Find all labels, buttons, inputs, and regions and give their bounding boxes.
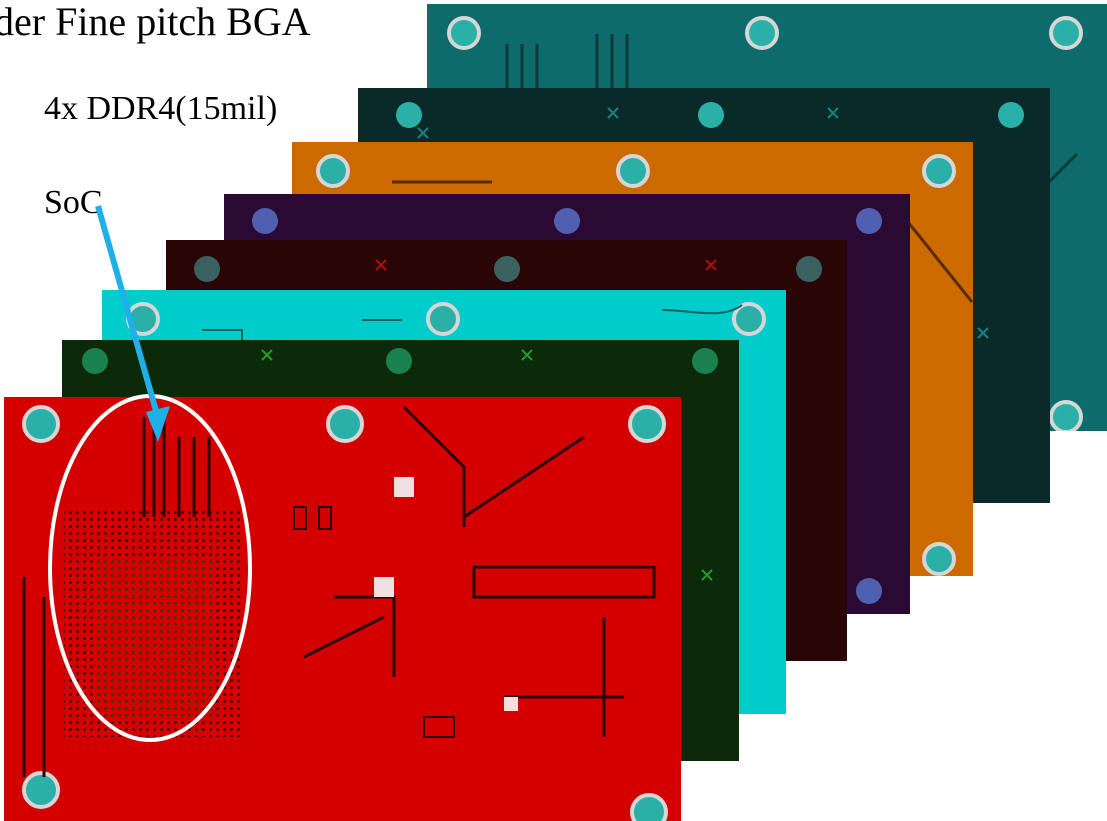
dark-teal-layer-marks	[417, 107, 989, 339]
ddr4-label: 4x DDR4(15mil)	[44, 90, 278, 127]
teal-layer-traces	[505, 34, 1079, 274]
soc-label: SoC	[44, 184, 103, 221]
mounting-hole	[1049, 400, 1083, 431]
mounting-hole	[554, 208, 580, 234]
mounting-hole	[698, 102, 724, 128]
maroon-layer-marks	[375, 259, 717, 271]
mounting-hole	[1049, 16, 1083, 50]
mounting-hole	[252, 208, 278, 234]
mounting-hole	[616, 154, 650, 188]
mounting-hole	[194, 256, 220, 282]
mounting-hole	[22, 771, 60, 809]
red-layer-traces	[22, 405, 656, 777]
mounting-hole	[630, 793, 668, 821]
mounting-hole	[998, 102, 1024, 128]
mounting-hole	[922, 154, 956, 188]
slide-title: der Fine pitch BGA	[0, 0, 311, 44]
mounting-hole	[386, 348, 412, 374]
mounting-hole	[326, 405, 364, 443]
mounting-hole	[628, 405, 666, 443]
mounting-hole	[856, 208, 882, 234]
mounting-hole	[447, 16, 481, 50]
mounting-hole	[316, 154, 350, 188]
mounting-hole	[692, 348, 718, 374]
mounting-hole	[494, 256, 520, 282]
dark-green-layer-marks	[261, 349, 713, 581]
pcb-layer-red	[4, 397, 681, 821]
mounting-hole	[922, 542, 956, 576]
mounting-hole	[796, 256, 822, 282]
mounting-hole	[856, 578, 882, 604]
mounting-hole	[396, 102, 422, 128]
mounting-hole	[426, 302, 460, 336]
mounting-hole	[745, 16, 779, 50]
mounting-hole	[732, 302, 766, 336]
